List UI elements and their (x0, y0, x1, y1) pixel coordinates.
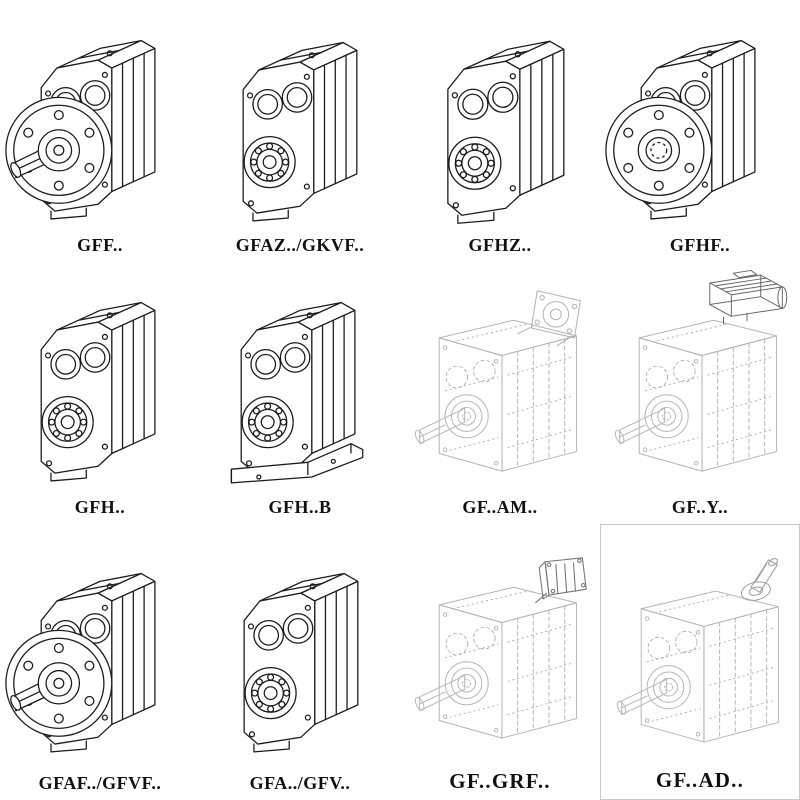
catalog-cell-gff: GFF.. (0, 0, 200, 262)
model-label: GFHF.. (669, 235, 731, 255)
catalog-cell-gfh: GFH.. (0, 262, 200, 524)
gearbox-drawing (400, 0, 600, 235)
flange-shaft-gearbox-icon (2, 536, 198, 762)
gearbox-drawing (0, 0, 200, 235)
catalog-cell-gf-am: GF..AM.. (400, 262, 600, 524)
catalog-cell-gfhz: GFHZ.. (400, 0, 600, 262)
model-label: GF..AD.. (655, 768, 745, 792)
gearbox-drawing (601, 525, 799, 768)
model-label: GFH.. (74, 497, 126, 517)
model-label: GFAZ../GKVF.. (235, 235, 365, 255)
catalog-cell-gfaz-gkvf: GFAZ../GKVF.. (200, 0, 400, 262)
gearbox-drawing (600, 262, 800, 497)
gearbox-drawing (400, 524, 600, 769)
phantom-gearbox-adapter-flange-icon (402, 267, 598, 493)
gearbox-drawing (200, 524, 400, 773)
model-label: GF..Y.. (671, 497, 729, 517)
model-label: GF..AM.. (462, 497, 538, 517)
hollow-shaft-gearbox-icon (40, 301, 156, 482)
model-label: GF..GRF.. (449, 769, 551, 793)
catalog-cell-gfaf-gfvf: GFAF../GFVF.. (0, 524, 200, 800)
hollow-gearbox-with-base-icon (202, 267, 398, 493)
gearbox-drawing (600, 0, 800, 235)
catalog-cell-gf-grf: GF..GRF.. (400, 524, 600, 800)
catalog-cell-gf-y: GF..Y.. (600, 262, 800, 524)
model-label: GFA../GFV.. (249, 773, 351, 793)
phantom-gearbox-motor-icon (602, 267, 798, 493)
model-label: GFAF../GFVF.. (38, 773, 162, 793)
hollow-shaft-gearbox-icon (447, 40, 565, 224)
gearbox-drawing (400, 262, 600, 497)
phantom-gearbox-input-adapter-icon (402, 534, 598, 760)
phantom-gearbox-input-shaft-icon (602, 534, 798, 760)
catalog-cell-gfa-gfv: GFA../GFV.. (200, 524, 400, 800)
gearbox-drawing (200, 262, 400, 497)
gearbox-drawing (0, 262, 200, 497)
flange-shaft-gearbox-icon (2, 5, 198, 231)
model-label: GFH..B (268, 497, 332, 517)
catalog-cell-gfh-b: GFH..B (200, 262, 400, 524)
gearbox-drawing (200, 0, 400, 235)
model-label: GFHZ.. (468, 235, 532, 255)
flange-hollow-gearbox-icon (602, 5, 798, 231)
shaft-mounted-gearbox-icon (243, 572, 359, 753)
model-label: GFF.. (77, 235, 123, 255)
gearbox-drawing (0, 524, 200, 773)
catalog-cell-gfhf: GFHF.. (600, 0, 800, 262)
shaft-mounted-gearbox-icon (242, 41, 358, 222)
catalog-cell-gf-ad: GF..AD.. (600, 524, 800, 800)
